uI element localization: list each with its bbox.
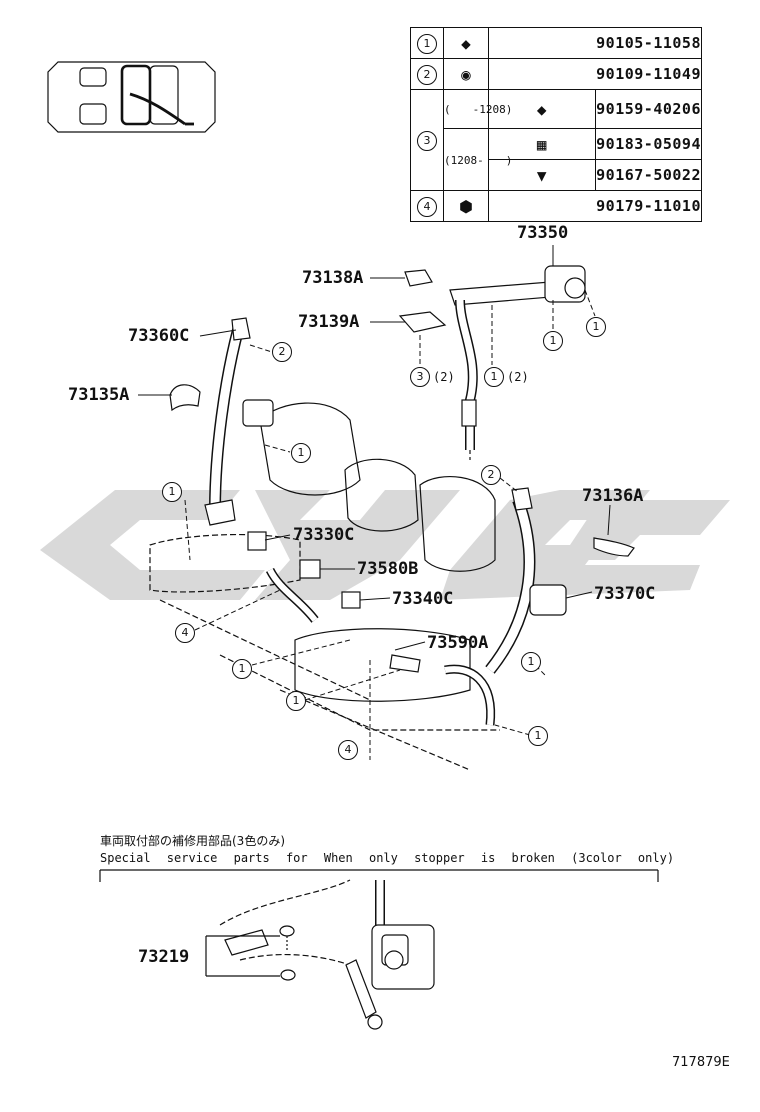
service-note-english: Special service parts for When only stop… xyxy=(100,851,675,865)
nut-icon: ⬢ xyxy=(459,196,473,216)
service-part-drawing xyxy=(99,869,659,1030)
callout-73139a: 73139A xyxy=(298,312,360,332)
bolt-icon: ◆ xyxy=(536,99,547,119)
serial-range: (1208- ) xyxy=(443,128,512,191)
callout-73370c: 73370C xyxy=(594,584,656,604)
reference-dash-lines xyxy=(184,289,596,760)
callout-73138a: 73138A xyxy=(302,268,364,288)
callout-73340c: 73340C xyxy=(392,589,454,609)
ref-circle: 1 xyxy=(521,652,541,672)
part-number: 90105-11058 xyxy=(488,27,702,59)
left-belt-drawing xyxy=(204,317,361,623)
ref-circle: 1 xyxy=(162,482,182,502)
ref-circle: 1 xyxy=(484,367,504,387)
ref-circle: 1 xyxy=(286,691,306,711)
rear-seat-drawing xyxy=(149,402,500,771)
table-row: ▼ 90167-50022 xyxy=(411,159,702,191)
right-belt-drawing xyxy=(389,487,567,726)
roof-retractor-drawing xyxy=(449,265,586,460)
table-row: 1 ◆ 90105-11058 xyxy=(410,27,702,59)
ref-circle: 1 xyxy=(528,726,548,746)
fastener-table: 1 ◆ 90105-11058 2 ◉ 90109-11049 3 ( -120… xyxy=(410,27,702,222)
fastener-number: 2 xyxy=(417,65,437,85)
bracket-drawings xyxy=(169,269,635,557)
callout-73590a: 73590A xyxy=(427,633,489,653)
screw-icon: ▼ xyxy=(536,165,547,185)
service-note-japanese: 車両取付部の補修用部品(3色のみ) xyxy=(100,834,285,848)
fastener-number: 3 xyxy=(417,131,437,151)
bolt-washer-icon: ◉ xyxy=(461,64,471,84)
clip-nut-icon: ▦ xyxy=(536,134,547,154)
callout-73135a: 73135A xyxy=(68,385,130,405)
part-number: 90159-40206 xyxy=(594,89,702,129)
ref-circle: 2 xyxy=(272,342,292,362)
ref-circle: 1 xyxy=(586,317,606,337)
figure-id: 717879E xyxy=(672,1055,730,1070)
table-row: (1208- ) ▦ 90183-05094 xyxy=(411,128,702,191)
callout-73330c: 73330C xyxy=(293,525,355,545)
ref-circle: 4 xyxy=(175,623,195,643)
ref-circle: 3 xyxy=(410,367,430,387)
quantity-label: (2) xyxy=(507,370,529,384)
serial-range: ( -1208) xyxy=(443,89,512,129)
quantity-label: (2) xyxy=(433,370,455,384)
fastener-number: 4 xyxy=(417,197,437,217)
table-row: 3 ( -1208) ◆ 90159-40206 xyxy=(410,89,702,191)
ref-circle: 1 xyxy=(543,331,563,351)
ref-circle: 4 xyxy=(338,740,358,760)
ref-circle: 2 xyxy=(481,465,501,485)
part-number: 90179-11010 xyxy=(488,190,702,222)
table-row: 2 ◉ 90109-11049 xyxy=(410,58,702,90)
part-number: 90183-05094 xyxy=(594,128,702,160)
leader-lines xyxy=(138,245,611,651)
fastener-number: 1 xyxy=(417,34,437,54)
ref-circle: 1 xyxy=(291,443,311,463)
vehicle-location-map xyxy=(47,61,216,133)
callout-73136a: 73136A xyxy=(582,486,644,506)
callout-73219: 73219 xyxy=(138,947,190,967)
ref-circle: 1 xyxy=(232,659,252,679)
callout-73360c: 73360C xyxy=(128,326,190,346)
callout-73580b: 73580B xyxy=(357,559,419,579)
bolt-icon: ◆ xyxy=(461,33,471,53)
table-row: 4 ⬢ 90179-11010 xyxy=(410,190,702,222)
callout-73350: 73350 xyxy=(517,223,569,243)
part-number: 90109-11049 xyxy=(488,58,702,90)
part-number: 90167-50022 xyxy=(594,159,702,191)
